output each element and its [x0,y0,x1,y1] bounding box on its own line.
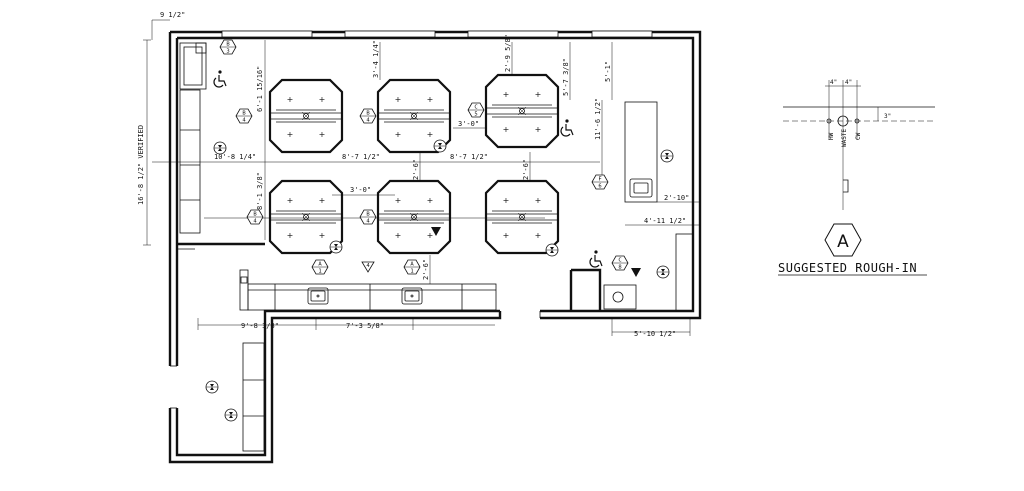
tag-b4: B4 [359,108,377,124]
rough-cw-label: CW [855,132,862,140]
dim-label: 7'-3 5/8" [346,322,384,330]
dim-label: 2'-6" [522,159,530,180]
dim-top-offset: 9 1/2" [160,11,185,19]
rough-dim-right: 4" [845,79,852,86]
rough-in-tag-letter: A [837,232,849,252]
svg-text:F: F [598,177,601,183]
lower-left-cabinets [242,342,265,452]
dim-label: 5'-1" [604,61,612,82]
svg-text:C: C [474,105,477,111]
rough-dim-left: 4" [830,79,837,86]
tag-b4: B4 [235,108,253,124]
arrow-tag-4: 4 [361,261,375,273]
lab-station [268,78,344,154]
arrow-tag-4 [431,227,441,236]
rough-in-hex-tag [824,223,862,257]
tag-a1: A1 [403,259,421,275]
right-side-counter [603,101,694,312]
dim-label: 4'-11 1/2" [644,217,686,225]
dim-label: 11'-6 1/2" [594,98,602,140]
dim-label: 2'-6" [422,259,430,280]
bottom-counter [239,269,497,311]
rough-dim-side: 3" [884,113,891,120]
tag-b4: B4 [246,209,264,225]
rough-in-title: SUGGESTED ROUGH-IN [778,261,917,275]
lab-station [376,179,452,255]
outlet-icon [545,243,559,257]
dim-left-verified: 16'-8 1/2" VERIFIED [137,125,145,205]
svg-text:C: C [618,258,621,264]
svg-text:3: 3 [226,49,229,55]
tag-b4: B4 [359,209,377,225]
lab-station [484,73,560,149]
svg-text:4: 4 [366,263,370,269]
rough-waste-label: WASTE [841,129,848,147]
svg-text:A: A [318,262,322,268]
svg-text:4: 4 [242,118,246,124]
lab-station [268,179,344,255]
tag-f6: F6 [591,174,609,190]
rough-in-detail: 4" 4" 3" HW WASTE CW A SUGGESTED ROUGH-I… [778,79,935,276]
outlet-icon [224,408,238,422]
dim-label: 3'-4 1/4" [372,40,380,78]
svg-text:1: 1 [318,269,321,275]
arrow-tag-4 [631,268,641,277]
lab-station [484,179,560,255]
dim-label: 3'-0" [458,120,479,128]
svg-text:8: 8 [618,265,621,271]
dim-label: 10'-8 1/4" [214,153,256,161]
tag-c5: C5 [467,102,485,118]
outlet-icon [213,141,227,155]
tag-c8: C8 [611,255,629,271]
dim-label: 8'-1 3/8" [256,172,264,210]
outlet-icon [205,380,219,394]
tag-a1: A1 [311,259,329,275]
svg-text:B: B [366,212,370,218]
svg-text:B: B [253,212,257,218]
svg-text:6: 6 [598,184,601,190]
left-wall-cabinets [179,42,207,234]
dim-label: 2'-9 5/8" [504,34,512,72]
dimension-lines [143,19,700,336]
dim-label: 3'-0" [350,186,371,194]
dim-label: 8'-7 1/2" [450,153,488,161]
svg-text:1: 1 [410,269,413,275]
wheelchair-icon [560,118,574,137]
equipment-tags: B3 B4 B4 C5 F6 B4 B4 A1 A1 C8 4 [219,39,641,277]
wheelchair-icon [589,249,603,268]
svg-text:4: 4 [366,118,370,124]
svg-text:4: 4 [253,219,257,225]
outlet-icon [660,149,674,163]
svg-text:4: 4 [366,219,370,225]
dim-label: 5'-7 3/8" [562,58,570,96]
outlet-icon [433,139,447,153]
dim-label: 2'-6" [412,159,420,180]
outlet-icon [656,265,670,279]
tag-b3: B3 [219,39,237,55]
svg-text:B: B [242,111,246,117]
dimension-labels: 9 1/2" 16'-8 1/2" VERIFIED 6'-1 15/16" 3… [137,11,689,338]
svg-text:A: A [410,262,414,268]
dim-label: 8'-7 1/2" [342,153,380,161]
dim-label: 6'-1 15/16" [256,66,264,112]
dim-label: 9'-8 3/8" [241,322,279,330]
dim-label: 2'-10" [664,194,689,202]
wheelchair-icon [213,69,227,88]
outlet-icon [329,240,343,254]
svg-text:B: B [226,42,230,48]
svg-text:B: B [366,111,370,117]
room-walls [168,30,702,464]
rough-hw-label: HW [828,132,835,140]
dim-label: 5'-10 1/2" [634,330,676,338]
svg-text:5: 5 [474,112,477,118]
